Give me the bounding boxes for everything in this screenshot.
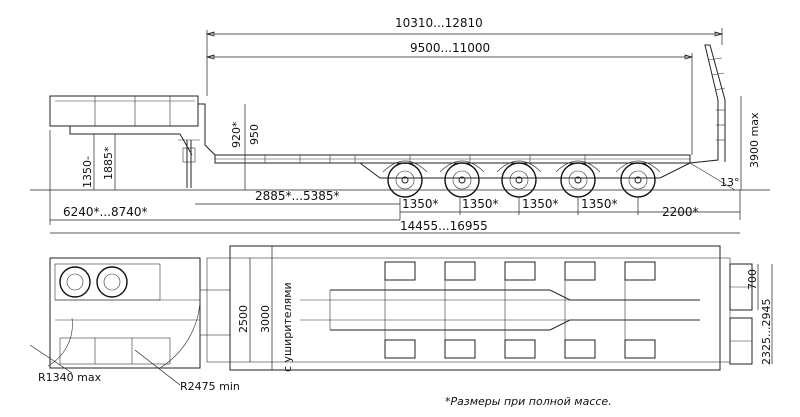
- dim-overall-top: 10310...12810: [395, 16, 483, 30]
- turn-arc-min: [159, 289, 201, 369]
- dim-width-inner: 2500: [237, 305, 250, 333]
- dim-axle-spacing-1: 1350*: [402, 197, 439, 211]
- dim-gooseneck-upper: 920*: [230, 121, 243, 148]
- dim-rear-overhang: 2200*: [662, 205, 699, 219]
- side-view: 10310...12810 9500...11000 3900 max 920*…: [30, 16, 770, 234]
- dim-turn-radius-min: R2475 min: [180, 380, 240, 393]
- dim-kingpin-height: 1350-: [81, 156, 94, 188]
- label-extension: с уширителями: [281, 282, 294, 372]
- dim-ramp-width: 700: [746, 269, 759, 290]
- gooseneck-deck: [49, 95, 199, 127]
- dim-kingpin-to-axle: 2885*...5385*: [255, 189, 340, 203]
- plan-view: R1340 max R2475 min: [29, 245, 773, 393]
- dim-gooseneck-upper-2: 950: [248, 124, 261, 145]
- dim-width-extension: 3000: [259, 305, 272, 333]
- dim-platform: 9500...11000: [410, 41, 490, 55]
- platform-plan: [229, 245, 721, 371]
- axle-wheels: [387, 162, 656, 198]
- dim-kingpin-offset: 6240*...8740*: [63, 205, 148, 219]
- dim-height-max: 3900 max: [748, 112, 761, 168]
- dim-axle-spacing-2: 1350*: [462, 197, 499, 211]
- rear-ramp: [689, 44, 726, 164]
- plan-wheels: [384, 261, 656, 359]
- dim-axle-spacing-4: 1350*: [581, 197, 618, 211]
- dim-kingpin-height-2: 1885*: [102, 146, 115, 180]
- dim-axle-spacing-3: 1350*: [522, 197, 559, 211]
- dim-turn-radius-front: R1340 max: [38, 371, 102, 384]
- dim-width-rear: 2325...2945: [760, 299, 773, 365]
- footnote: *Размеры при полной массе.: [445, 395, 612, 408]
- dim-ramp-angle: 13°: [720, 176, 740, 189]
- dim-overall-length: 14455...16955: [400, 219, 488, 233]
- turn-arc-front: [47, 317, 73, 367]
- gooseneck-neck: [198, 103, 216, 160]
